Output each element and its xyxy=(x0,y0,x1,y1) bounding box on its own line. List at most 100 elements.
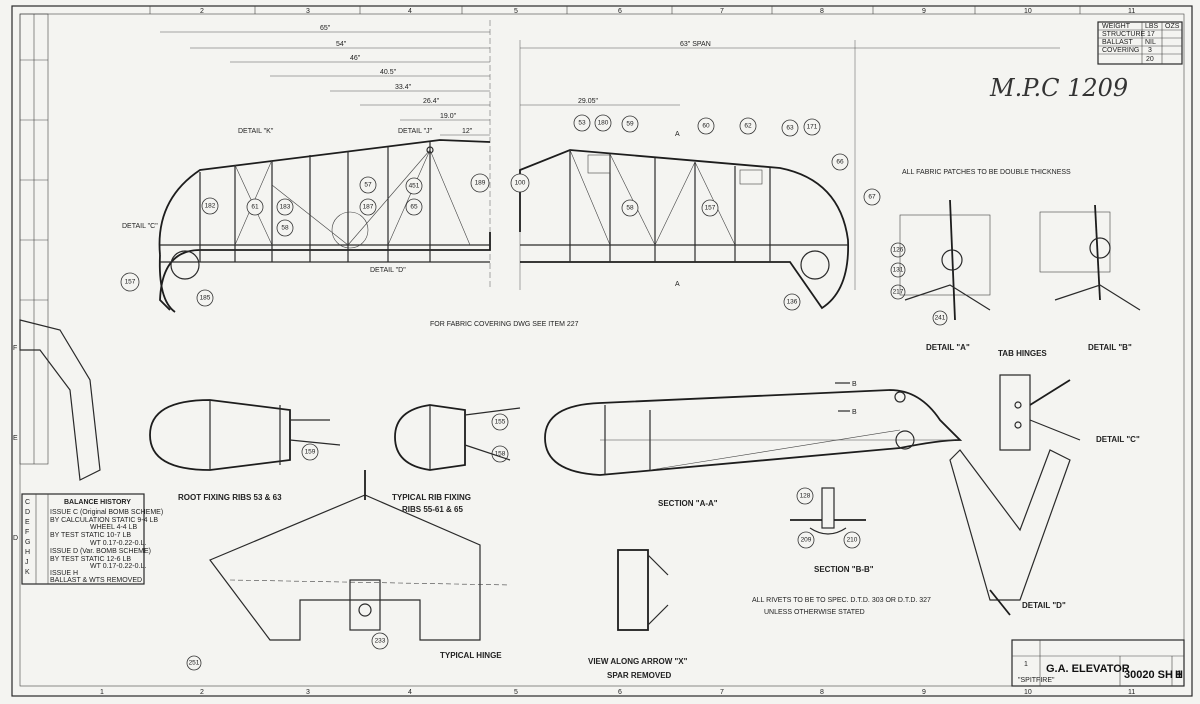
label-unless: UNLESS OTHERWISE STATED xyxy=(764,609,865,616)
weight-row-ballast-lbs: NIL xyxy=(1145,39,1156,46)
dim-65: 65" xyxy=(320,25,331,32)
left-zone-d: D xyxy=(13,535,18,542)
dim-19: 19.0" xyxy=(440,113,457,120)
detail-d-drawing xyxy=(949,449,1071,616)
weight-row-covering: COVERING xyxy=(1102,47,1139,54)
weight-header-lbs: LBS xyxy=(1145,23,1159,30)
balance-line-7: BY TEST STATIC 12-6 LB xyxy=(50,556,131,563)
callout-180: 180 xyxy=(598,120,609,127)
callout-60: 60 xyxy=(702,123,710,130)
callout-57: 57 xyxy=(364,182,372,189)
callout-58a: 58 xyxy=(281,225,289,232)
section-marker-b-bottom: B xyxy=(852,409,857,416)
bottom-zone-5: 5 xyxy=(514,689,518,696)
top-zone-3: 3 xyxy=(306,8,310,15)
dim-40-5: 40.5" xyxy=(380,69,397,76)
issue-col-g: G xyxy=(25,539,30,546)
bottom-zone-2: 2 xyxy=(200,689,204,696)
bottom-zone-9: 9 xyxy=(922,689,926,696)
issue-col-f: F xyxy=(25,529,29,536)
label-detail-d: DETAIL "D" xyxy=(1022,601,1066,610)
title-part-no: 1 xyxy=(1024,661,1028,668)
balance-line-6: ISSUE D (Var. BOMB SCHEME) xyxy=(50,548,151,555)
balance-title: BALANCE HISTORY xyxy=(64,499,131,506)
label-section-bb: SECTION "B-B" xyxy=(814,565,874,574)
callout-185: 185 xyxy=(200,295,211,302)
balance-line-8: WT 0.17-0.22-0.L. xyxy=(90,563,146,570)
revision-strip xyxy=(19,13,49,465)
top-zone-6: 6 xyxy=(618,8,622,15)
callout-59: 59 xyxy=(626,121,634,128)
bottom-zone-11: 11 xyxy=(1128,689,1135,696)
label-all-fabric: ALL FABRIC PATCHES TO BE DOUBLE THICKNES… xyxy=(902,169,1071,176)
title-main: G.A. ELEVATOR xyxy=(1046,663,1130,675)
label-detail-j: DETAIL "J" xyxy=(398,128,433,135)
label-covering-note: FOR FABRIC COVERING DWG SEE ITEM 227 xyxy=(430,321,579,328)
balance-line-5: WT 0.17-0.22-0.L. xyxy=(90,540,146,547)
dim-29-05: 29.05" xyxy=(578,98,599,105)
title-drawing-no: 30020 SH 1 xyxy=(1124,669,1182,681)
elevator-plan-view xyxy=(158,139,849,313)
typical-hinge-drawing xyxy=(209,470,511,641)
sheet-border xyxy=(11,5,1193,697)
callout-187: 187 xyxy=(363,204,374,211)
top-zone-numbers: 2 3 4 5 6 7 8 9 10 11 xyxy=(149,6,1135,15)
callout-128: 128 xyxy=(800,493,811,500)
root-fixing-rib-drawing xyxy=(149,399,341,471)
issue-col-h: H xyxy=(25,549,30,556)
label-view-along-2: SPAR REMOVED xyxy=(607,671,672,680)
callout-66: 66 xyxy=(836,159,844,166)
callout-217: 217 xyxy=(893,289,904,296)
weight-table: WEIGHT LBS OZS STRUCTURE 17 BALLAST NIL … xyxy=(1097,21,1183,65)
bottom-zone-8: 8 xyxy=(820,689,824,696)
top-zone-10: 10 xyxy=(1024,8,1032,15)
balance-line-2: BY CALCULATION STATIC 9-4 LB xyxy=(50,517,158,524)
bottom-zone-10: 10 xyxy=(1024,689,1032,696)
callout-189: 189 xyxy=(475,180,486,187)
issue-col-d: D xyxy=(25,509,30,516)
callout-53: 53 xyxy=(578,120,586,127)
label-section-aa: SECTION "A-A" xyxy=(658,499,718,508)
callout-62: 62 xyxy=(744,123,752,130)
handwritten-note: M.P.C 1209 xyxy=(989,74,1128,102)
top-zone-9: 9 xyxy=(922,8,926,15)
weight-row-ballast: BALLAST xyxy=(1102,39,1133,46)
balance-history-box: BALANCE HISTORY ISSUE C (Original BOMB S… xyxy=(21,493,163,585)
weight-header-ozs: OZS xyxy=(1165,23,1180,30)
callout-158: 158 xyxy=(495,451,506,458)
label-detail-c-top: DETAIL "C" xyxy=(122,223,158,230)
issue-col-k: K xyxy=(25,569,30,576)
detail-c-drawing xyxy=(999,374,1081,451)
callout-67: 67 xyxy=(868,194,876,201)
dim-46: 46" xyxy=(350,55,361,62)
weight-row-total-lbs: 20 xyxy=(1146,56,1154,63)
balance-line-4: BY TEST STATIC 10-7 LB xyxy=(50,532,131,539)
callout-126: 126 xyxy=(893,247,904,254)
callout-61: 61 xyxy=(251,204,259,211)
callout-157b: 157 xyxy=(705,205,716,212)
callout-155: 155 xyxy=(495,419,506,426)
callout-58b: 58 xyxy=(626,205,634,212)
dim-26-4: 26.4" xyxy=(423,98,440,105)
balance-line-3: WHEEL 4-4 LB xyxy=(90,524,138,531)
bottom-zone-1: 1 xyxy=(100,689,104,696)
left-structure-sketch xyxy=(19,319,101,481)
label-detail-c: DETAIL "C" xyxy=(1096,435,1140,444)
section-marker-a-bottom: A xyxy=(675,281,680,288)
issue-col-c: C xyxy=(25,499,30,506)
label-tab-hinges: TAB HINGES xyxy=(998,349,1047,358)
issue-col-e: E xyxy=(25,519,30,526)
callout-65: 65 xyxy=(410,204,418,211)
weight-row-structure-lbs: 17 xyxy=(1147,31,1155,38)
top-zone-4: 4 xyxy=(408,8,412,15)
label-detail-b: DETAIL "B" xyxy=(1088,343,1132,352)
label-root-fixing: ROOT FIXING RIBS 53 & 63 xyxy=(178,493,282,502)
callout-451: 451 xyxy=(409,183,420,190)
left-zone-f: F xyxy=(13,345,17,352)
section-aa-drawing xyxy=(544,382,963,476)
label-view-along-1: VIEW ALONG ARROW "X" xyxy=(588,657,688,666)
top-zone-11: 11 xyxy=(1128,8,1135,15)
title-project: "SPITFIRE" xyxy=(1018,677,1055,684)
dim-12: 12" xyxy=(462,128,473,135)
